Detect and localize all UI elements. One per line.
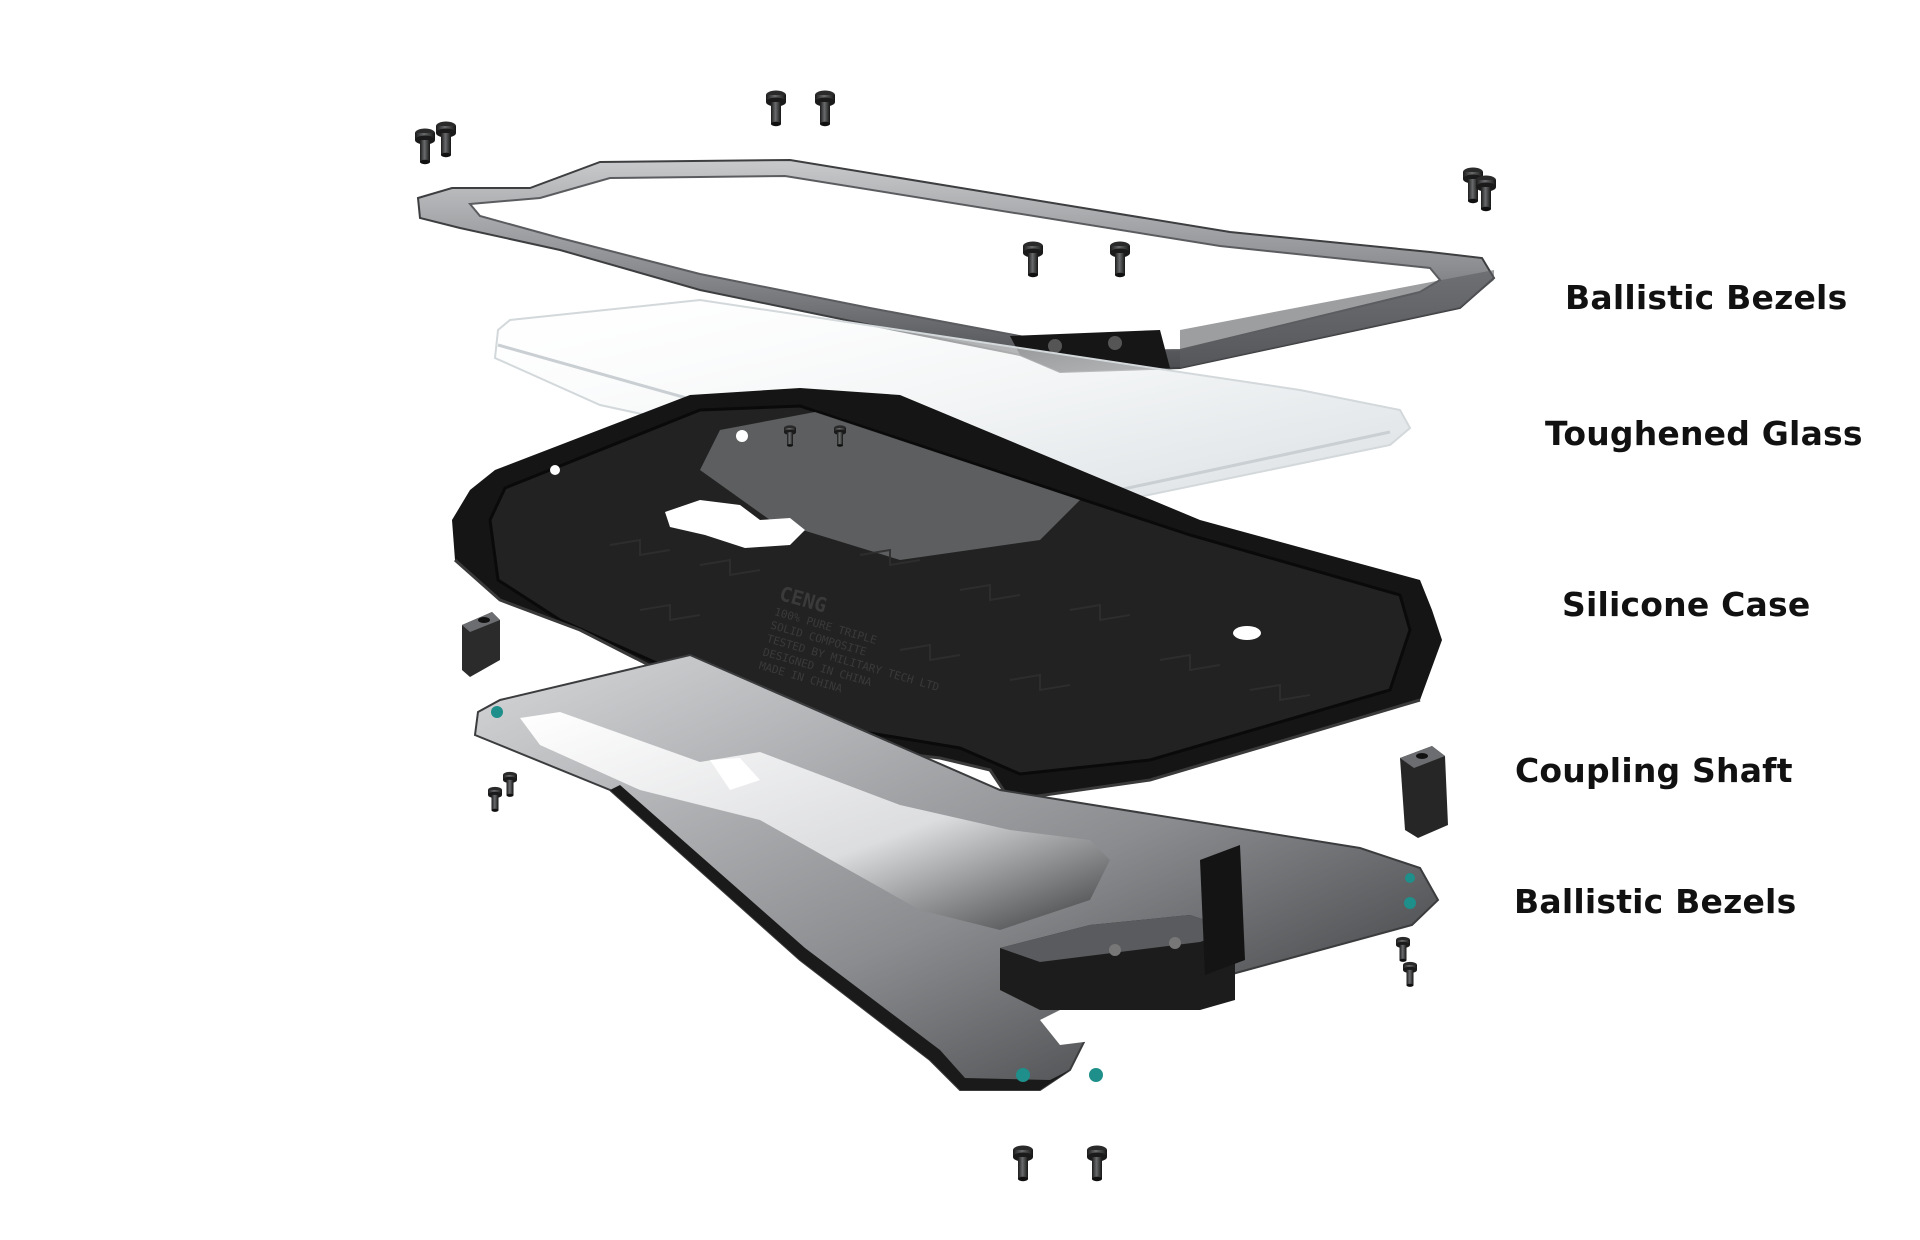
- screw-icon: [1403, 961, 1417, 987]
- case-imprint: CENG 100% PURE TRIPLE SOLID COMPOSITE TE…: [757, 581, 940, 695]
- coupling-shaft-icon: [462, 612, 500, 677]
- label-ballistic-bezels-top: Ballistic Bezels: [1565, 278, 1848, 317]
- screw-icon: [415, 128, 435, 165]
- screw-icon: [436, 121, 456, 158]
- teal-dots: [491, 706, 1416, 1082]
- screw-icon: [1087, 1145, 1107, 1182]
- label-silicone-case: Silicone Case: [1562, 585, 1811, 624]
- label-toughened-glass: Toughened Glass: [1545, 414, 1863, 453]
- screw-icon: [1013, 1145, 1033, 1182]
- screw-icon: [488, 786, 502, 812]
- label-coupling-shaft: Coupling Shaft: [1515, 751, 1793, 790]
- screw-icon: [1396, 936, 1410, 962]
- label-ballistic-bezels-bottom: Ballistic Bezels: [1514, 882, 1797, 921]
- screw-icon: [503, 771, 517, 797]
- screw-icon: [815, 90, 835, 127]
- bottom-ballistic-bezel: [473, 653, 1440, 1091]
- screw-icon: [766, 90, 786, 127]
- screw-icon: [1476, 175, 1496, 212]
- coupling-shaft-icon: [1400, 746, 1448, 838]
